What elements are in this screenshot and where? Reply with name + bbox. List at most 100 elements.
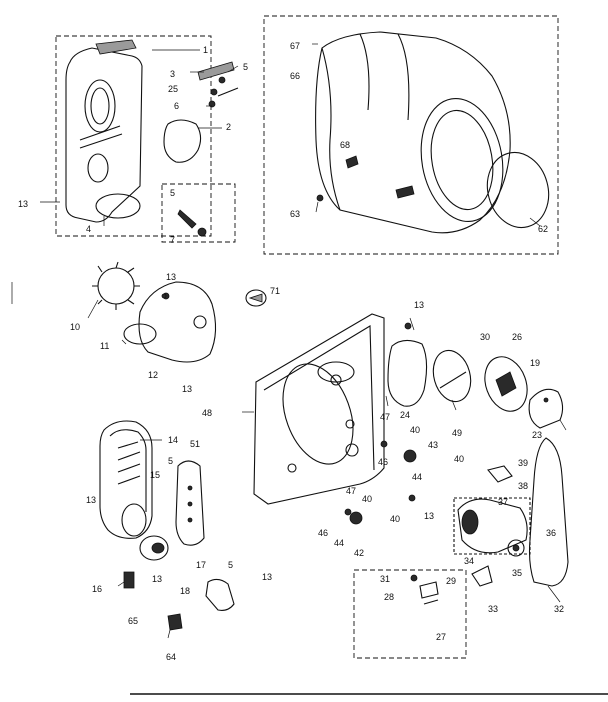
motor-pulley (139, 535, 169, 561)
drum-assembly (315, 31, 511, 234)
clamp-parts (123, 571, 183, 631)
duct-seal (175, 460, 205, 546)
bulkhead-group-box (55, 35, 212, 237)
part-label-65: 65 (128, 616, 138, 626)
drum-seal-ring (486, 151, 550, 229)
part-label-4: 4 (86, 224, 91, 234)
part-label-39: 39 (518, 458, 528, 468)
drum-bearing (432, 349, 472, 403)
part-label-44-low: 44 (334, 538, 344, 548)
part-label-5-duct: 5 (168, 456, 173, 466)
part-label-27: 27 (436, 632, 446, 642)
blower-wheel (92, 261, 140, 310)
part-label-49: 49 (452, 428, 462, 438)
part-label-40-a: 40 (410, 425, 420, 435)
part-label-46-top: 46 (378, 457, 388, 467)
part-label-3: 3 (170, 69, 175, 79)
part-label-23: 23 (532, 430, 542, 440)
switch-group-box (161, 183, 236, 243)
part-label-25: 25 (168, 84, 178, 94)
part-label-31-idler: 31 (380, 574, 390, 584)
part-label-44-top: 44 (412, 472, 422, 482)
part-label-35: 35 (512, 568, 522, 578)
part-label-46-low: 46 (318, 528, 328, 538)
part-label-66: 66 (290, 71, 300, 81)
part-label-14: 14 (168, 435, 178, 445)
part-label-5-top: 5 (243, 62, 248, 72)
idler-group-parts (410, 574, 439, 605)
part-label-11: 11 (100, 341, 109, 351)
part-label-10: 10 (70, 322, 80, 332)
part-label-19: 19 (530, 358, 540, 368)
part-label-13-duct: 13 (182, 384, 192, 394)
lint-duct (99, 420, 153, 539)
part-label-7: 7 (170, 235, 175, 245)
part-label-13-fan: 13 (166, 272, 176, 282)
part-label-13-left: 13 (18, 199, 28, 209)
part-label-33: 33 (488, 604, 498, 614)
bearing-screws (208, 76, 239, 108)
leader-lines (40, 43, 567, 639)
part-label-5-switch: 5 (170, 188, 175, 198)
part-label-38: 38 (518, 481, 528, 491)
part-labels: 1 3 5 25 6 2 5 7 13 4 67 66 68 63 62 13 … (18, 41, 564, 662)
part-label-24: 24 (400, 410, 410, 420)
part-label-18: 18 (180, 586, 190, 596)
motor (453, 497, 531, 555)
part-label-26: 26 (512, 332, 522, 342)
part-label-34: 34 (464, 556, 474, 566)
part-label-51: 51 (190, 439, 200, 449)
part-label-42: 42 (354, 548, 364, 558)
blower-cover (245, 289, 267, 307)
part-label-30: 30 (480, 332, 490, 342)
part-label-68: 68 (340, 140, 350, 150)
part-label-32: 32 (554, 604, 564, 614)
felt-seal (197, 61, 235, 81)
part-label-29: 29 (446, 576, 456, 586)
part-label-47-low: 47 (346, 486, 356, 496)
part-label-13-bot-a: 13 (152, 574, 162, 584)
rear-panel (253, 313, 385, 505)
heater-cover (484, 356, 528, 412)
part-label-13-low: 13 (86, 495, 96, 505)
part-label-67: 67 (290, 41, 300, 51)
part-label-12: 12 (148, 370, 158, 380)
idler-group-box (353, 569, 467, 659)
part-label-40-b: 40 (454, 454, 464, 464)
part-label-71: 71 (270, 286, 280, 296)
part-label-40-c: 40 (362, 494, 372, 504)
part-label-16: 16 (92, 584, 102, 594)
part-label-15: 15 (150, 470, 160, 480)
part-label-17: 17 (196, 560, 206, 570)
part-label-13-panel: 13 (414, 300, 424, 310)
part-label-6: 6 (174, 101, 179, 111)
part-label-40-d: 40 (390, 514, 400, 524)
front-bulkhead-assembly (65, 39, 143, 223)
part-label-13-center: 13 (424, 511, 434, 521)
rear-fasteners (161, 293, 417, 525)
part-label-2: 2 (226, 122, 231, 132)
rear-seal (387, 339, 428, 407)
idler-arm (471, 465, 513, 587)
part-label-48: 48 (202, 408, 212, 418)
part-label-13-bot-b: 13 (262, 572, 272, 582)
blower-housing (123, 281, 217, 363)
part-label-36: 36 (546, 528, 556, 538)
part-label-1: 1 (203, 45, 208, 55)
part-label-37: 37 (498, 497, 508, 507)
part-label-28: 28 (384, 592, 394, 602)
bulkhead-gasket (163, 119, 202, 163)
idler-pulley (507, 539, 525, 557)
part-label-64: 64 (166, 652, 176, 662)
mounting-bracket (528, 388, 564, 429)
thermostat (205, 578, 235, 611)
part-label-63: 63 (290, 209, 300, 219)
door-switch (177, 209, 207, 237)
part-label-5-low: 5 (228, 560, 233, 570)
part-label-43: 43 (428, 440, 438, 450)
part-label-62: 62 (538, 224, 548, 234)
part-label-47-top: 47 (380, 412, 390, 422)
drive-belt (528, 437, 569, 587)
drum-group-box (263, 15, 559, 255)
